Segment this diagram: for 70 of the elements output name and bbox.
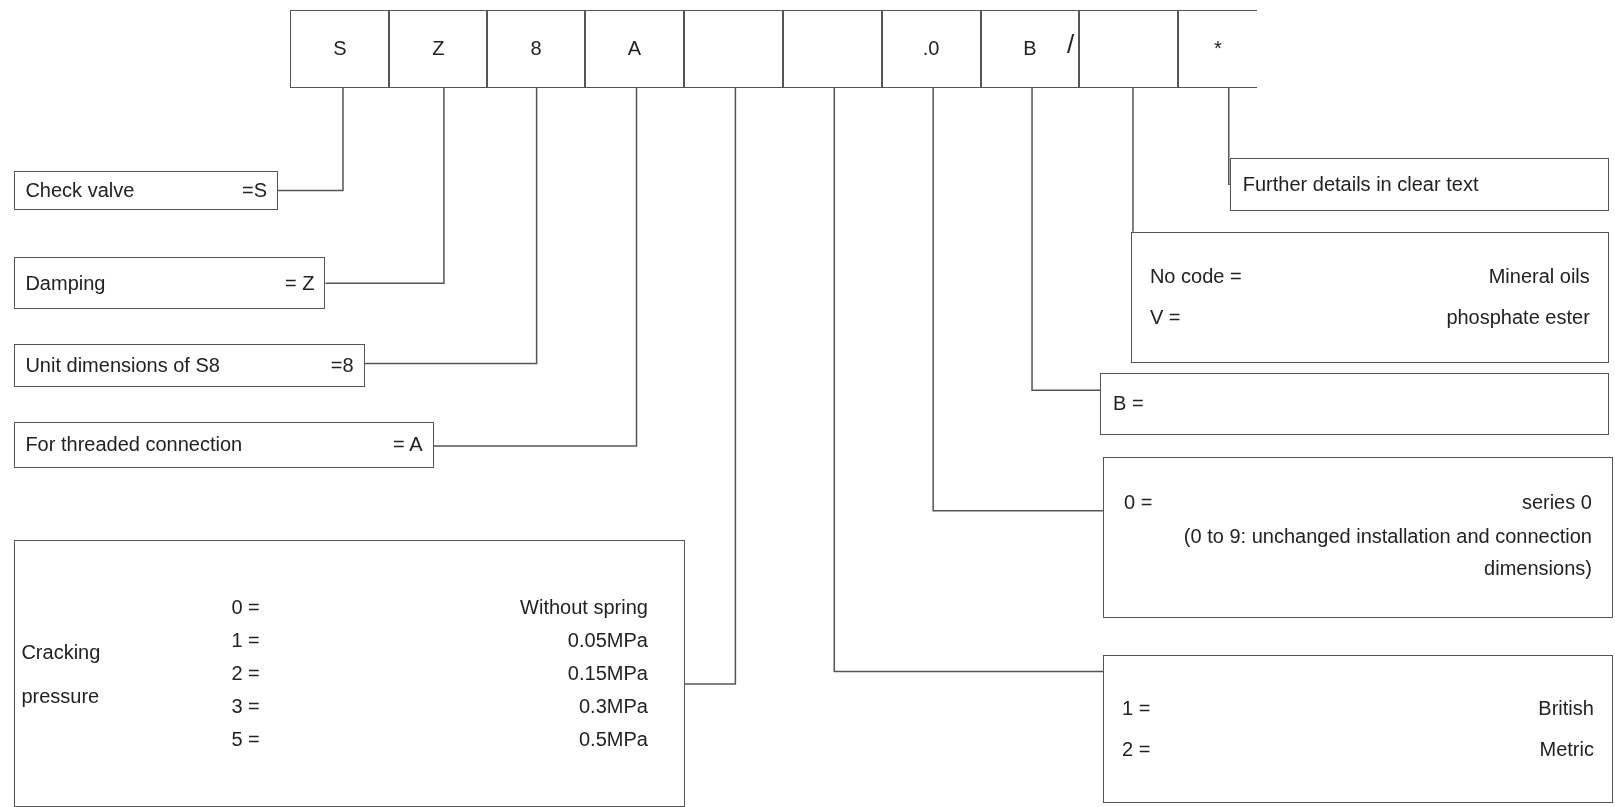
leader-line (1031, 86, 1101, 392)
option-description: Without spring (520, 596, 648, 620)
code-value: = Z (285, 271, 315, 295)
description-text: Further details in clear text (1242, 172, 1479, 196)
option-code: 3 = (231, 695, 261, 719)
option-code: 1 = (1122, 697, 1152, 721)
description-text: Unit dimensions of S8 (25, 354, 220, 378)
code-cell (980, 10, 1080, 88)
option-description: 0.05MPa (566, 629, 648, 653)
option-description: 0.5MPa (577, 728, 648, 752)
option-description: phosphate ester (1446, 306, 1590, 330)
code-value: =8 (330, 354, 354, 378)
option-description: Metric (1538, 738, 1594, 762)
leader-line (363, 86, 538, 365)
code-character: 8 (530, 37, 542, 61)
option-description: 0.3MPa (577, 695, 648, 719)
code-character: Z (432, 37, 445, 61)
description-box (1130, 231, 1609, 363)
code-cell (585, 10, 684, 88)
option-code: No code = (1149, 265, 1243, 289)
code-value: =S (242, 179, 268, 203)
leader-line (684, 86, 737, 685)
option-description: British (1538, 697, 1594, 721)
option-description: (0 to 9: unchanged installation and connection dimensions) (1182, 524, 1592, 582)
option-code: 2 = (1122, 738, 1152, 762)
description-box (14, 539, 685, 807)
option-description: 0.15MPa (566, 662, 648, 686)
code-cell (389, 10, 488, 88)
description-text: Check valve (25, 179, 135, 203)
code-character: .0 (922, 37, 940, 61)
option-code: V = (1149, 306, 1182, 330)
code-cell (683, 10, 783, 88)
code-cell (1178, 10, 1257, 88)
code-cell (782, 10, 882, 88)
code-cell (881, 10, 981, 88)
code-character: S (333, 37, 347, 61)
separator-slash: / (1067, 28, 1075, 60)
leader-line (432, 86, 638, 447)
code-cell (1079, 10, 1179, 88)
code-character: A (627, 37, 642, 61)
description-box (1103, 655, 1613, 804)
option-description: Mineral oils (1487, 265, 1590, 289)
description-box (14, 422, 434, 468)
description-text: B = (1113, 392, 1144, 416)
option-code: 0 = (1124, 491, 1154, 515)
code-cell (487, 10, 585, 88)
description-box (14, 170, 279, 211)
leader-line (932, 86, 1104, 512)
description-box (1100, 372, 1609, 435)
code-character: * (1214, 37, 1222, 61)
description-box (1229, 157, 1609, 212)
option-description: series 0 (1521, 491, 1592, 515)
description-box (14, 257, 326, 309)
code-character: B (1023, 37, 1037, 61)
description-box (1103, 457, 1613, 618)
option-code: 5 = (231, 728, 261, 752)
option-code: 2 = (231, 662, 261, 686)
leader-line (277, 86, 344, 192)
description-text: Cracking pressure (21, 639, 102, 709)
description-box (14, 344, 365, 388)
leader-line (1228, 86, 1231, 186)
description-text: For threaded connection (25, 433, 243, 457)
code-value: = A (393, 433, 423, 457)
option-code: 1 = (231, 629, 261, 653)
leader-line (1132, 86, 1134, 233)
leader-line (324, 86, 445, 284)
code-cell (290, 10, 390, 88)
option-code: 0 = (231, 596, 261, 620)
description-text: Damping (25, 271, 106, 295)
leader-line (833, 86, 1104, 673)
